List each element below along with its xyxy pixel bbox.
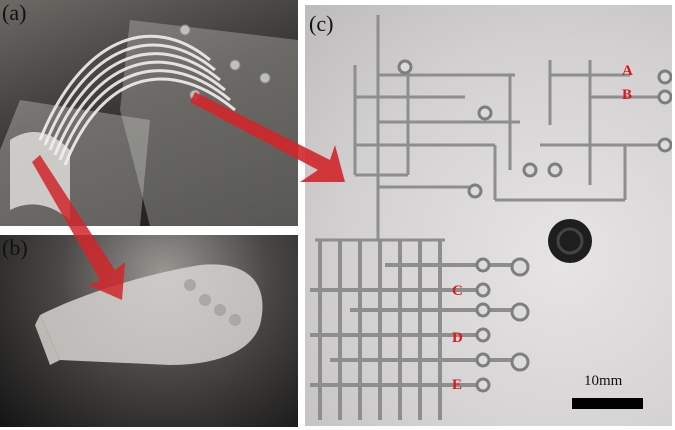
panel-c-micrograph: (c) A B C D E 10mm: [305, 5, 672, 426]
valve-label-c: C: [452, 283, 463, 299]
panel-b-label: (b): [2, 235, 28, 260]
panel-a-photo: (a): [0, 0, 298, 226]
panel-c-label: (c): [309, 11, 334, 36]
valve-label-a: A: [622, 63, 633, 79]
valve-label-b: B: [622, 87, 633, 103]
microfluidic-channels: [310, 15, 672, 420]
valve-label-d: D: [452, 330, 463, 346]
valve-label-e: E: [452, 377, 463, 393]
scale-bar-label: 10mm: [584, 373, 623, 389]
panel-b-photo: (b): [0, 235, 298, 427]
panel-b-illustration: [35, 264, 263, 365]
panel-a-label: (a): [2, 0, 27, 25]
panel-a-illustration: [0, 20, 298, 226]
scale-bar: [572, 398, 643, 409]
